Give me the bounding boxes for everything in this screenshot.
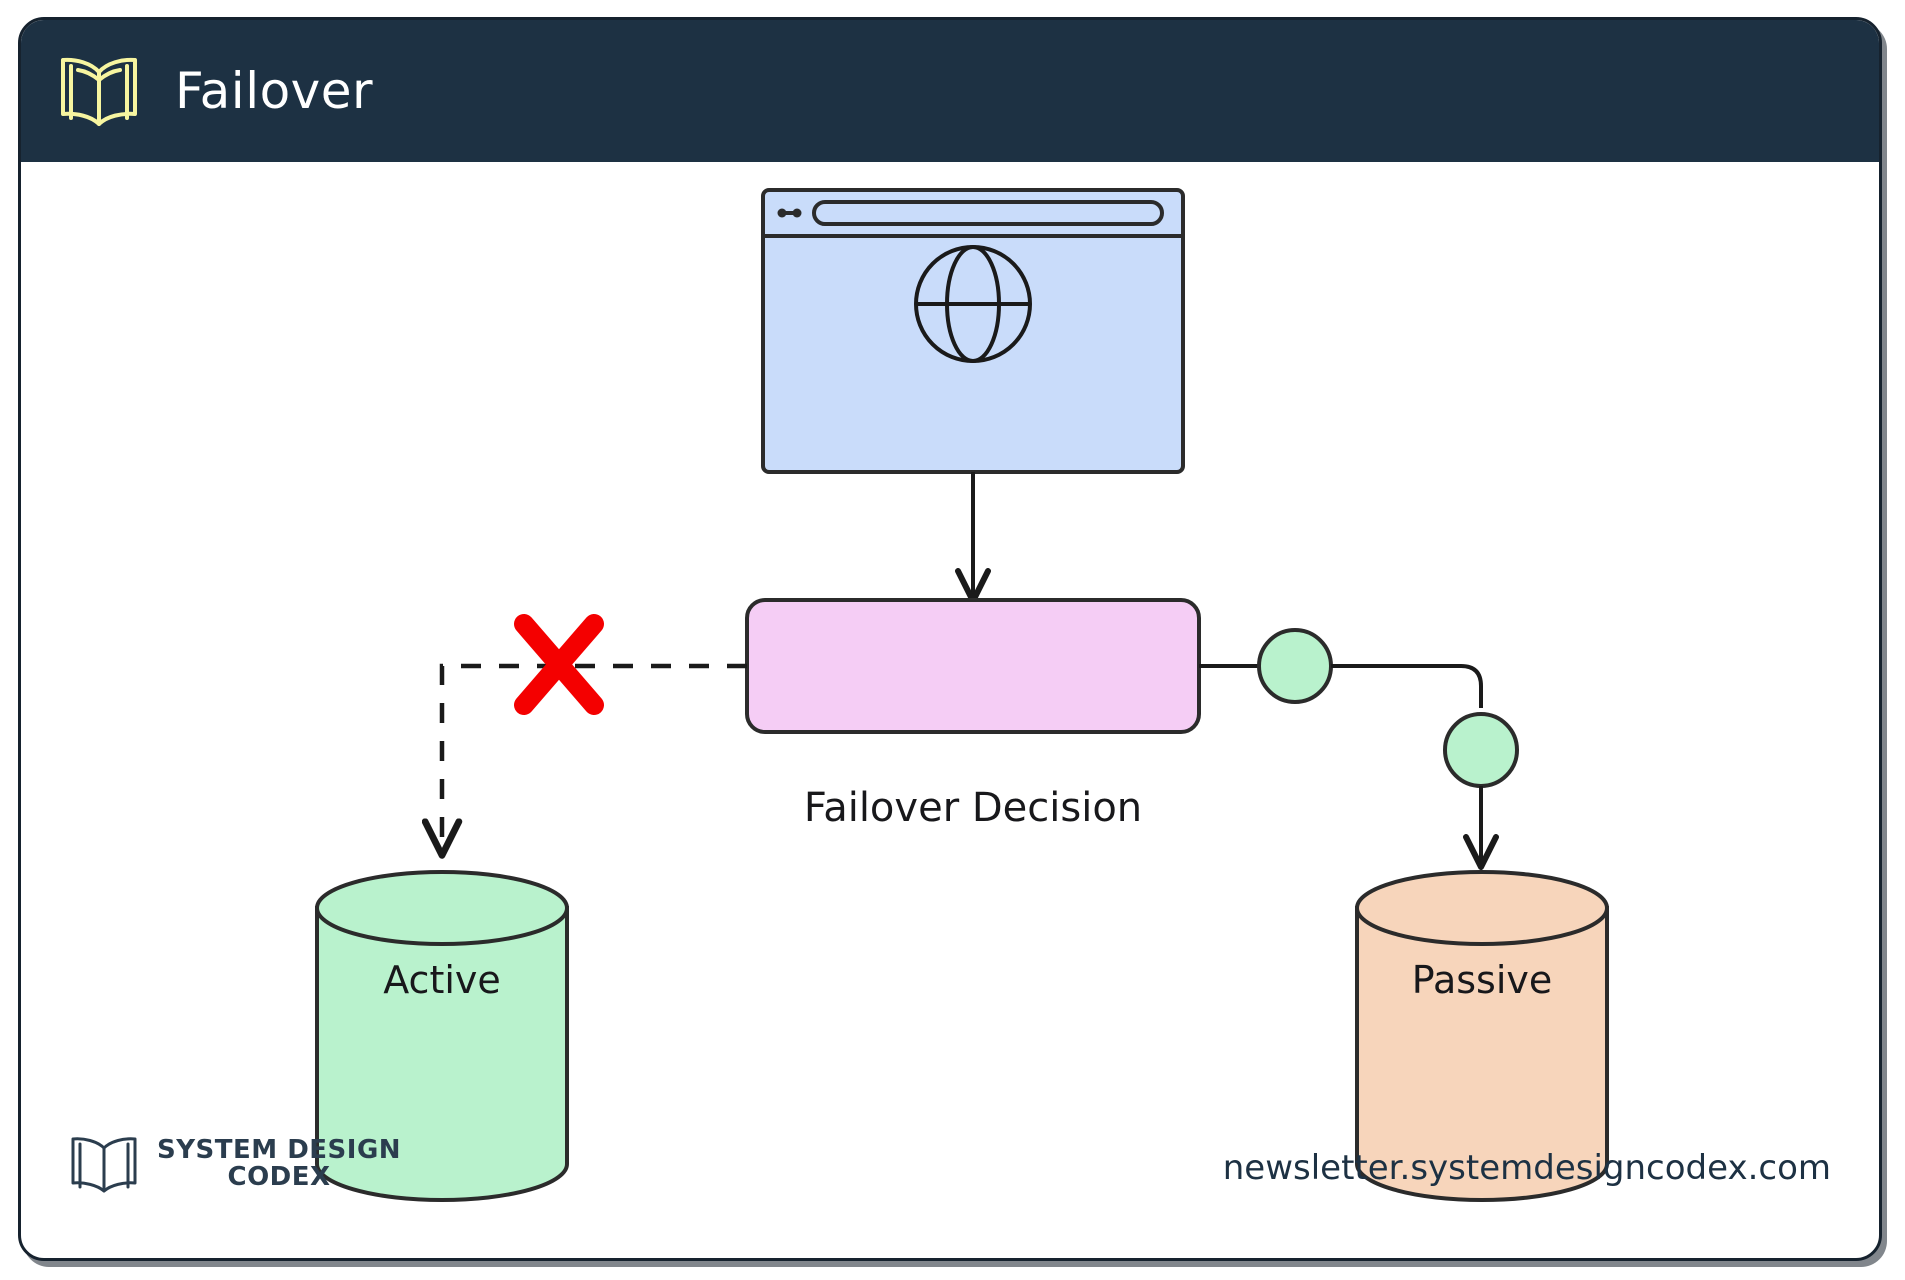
edge-circle1-to-circle2 [1331, 664, 1483, 708]
passive-db-top [1355, 870, 1609, 946]
open-book-icon [61, 57, 137, 126]
node-passive-db[interactable] [1355, 870, 1609, 1202]
footer-logo-wordmark: SYSTEM DESIGN CODEX [157, 1137, 401, 1190]
node-browser-window[interactable] [761, 188, 1185, 474]
footer-logo-line1: SYSTEM DESIGN [157, 1135, 402, 1166]
newsletter-url[interactable]: newsletter.systemdesigncodex.com [1222, 1148, 1831, 1188]
browser-window-body [761, 188, 1185, 474]
footer-logo: SYSTEM DESIGN CODEX [63, 1132, 401, 1196]
browser-window-controls [777, 208, 802, 218]
open-book-icon [71, 1137, 137, 1193]
node-active-db[interactable] [315, 870, 569, 1202]
globe-icon [914, 245, 1032, 363]
node-failover-decision[interactable] [745, 598, 1201, 734]
edge-decision-to-active [421, 663, 747, 859]
browser-address-bar[interactable] [812, 200, 1164, 226]
card-header: Failover [21, 20, 1879, 162]
node-health-circle-2[interactable] [1443, 712, 1519, 788]
footer-logo-line2: CODEX [227, 1162, 331, 1192]
passive-db-body [1355, 906, 1609, 1202]
active-db-body [315, 906, 569, 1202]
page-title: Failover [175, 62, 374, 120]
diagram-canvas: Failover Decision Active Passive [21, 162, 1879, 1258]
active-db-top [315, 870, 569, 946]
red-x-cross-icon [514, 614, 604, 715]
node-health-circle-1[interactable] [1257, 628, 1333, 704]
diagram-card: Failover [18, 17, 1882, 1261]
